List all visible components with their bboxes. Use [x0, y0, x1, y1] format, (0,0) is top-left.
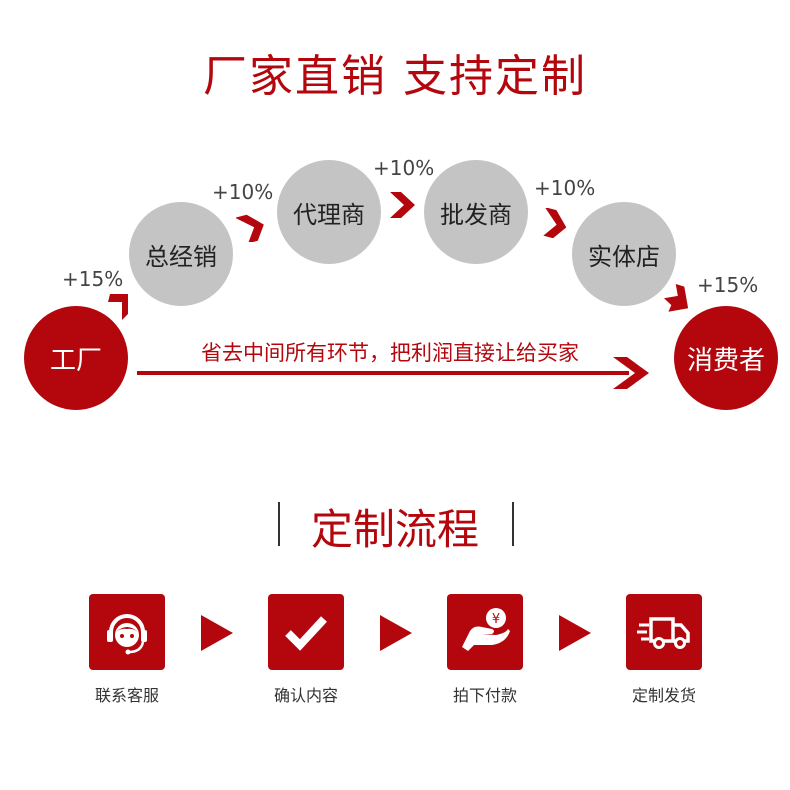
markup-label: +15% — [62, 267, 124, 291]
title-divider-right — [512, 502, 514, 546]
factory-label: 工厂 — [49, 345, 102, 376]
step-place-payment: ¥ — [447, 594, 523, 670]
markup-label: +10% — [534, 176, 596, 200]
markup-label: +10% — [373, 156, 435, 180]
play-arrow-icon — [201, 615, 233, 651]
payment-hand-icon: ¥ — [462, 608, 510, 651]
title-divider-left — [278, 502, 280, 546]
checkmark-icon — [285, 616, 327, 651]
chevron-right-icon — [543, 208, 567, 238]
arrow-up-right-icon — [108, 294, 128, 320]
svg-text:¥: ¥ — [492, 612, 500, 627]
step-confirm-content — [268, 594, 344, 670]
node-label: 代理商 — [293, 200, 365, 229]
slogan-text: 省去中间所有环节，把利润直接让给买家 — [201, 341, 579, 365]
play-arrow-icon — [380, 615, 412, 651]
markup-label: +10% — [212, 180, 274, 204]
chevron-right-icon — [390, 192, 415, 218]
step-label: 确认内容 — [273, 686, 338, 705]
step-label: 定制发货 — [631, 686, 696, 705]
node-retail-store: 实体店 — [572, 202, 676, 306]
node-label: 实体店 — [588, 242, 660, 271]
node-label: 总经销 — [145, 242, 217, 271]
factory-circle: 工厂 — [24, 306, 128, 410]
long-arrow-icon — [137, 357, 649, 389]
node-label: 批发商 — [440, 200, 512, 229]
chevron-right-icon — [236, 214, 264, 242]
play-arrow-icon — [559, 615, 591, 651]
node-agent: 代理商 — [277, 160, 381, 264]
step-contact-service — [89, 594, 165, 670]
arrow-down-right-icon — [664, 284, 689, 312]
delivery-truck-icon — [637, 617, 690, 649]
step-label: 联系客服 — [94, 686, 159, 705]
customer-service-icon — [107, 614, 147, 655]
process-title: 定制流程 — [310, 505, 479, 554]
node-wholesaler: 批发商 — [424, 160, 528, 264]
page-title: 厂家直销 支持定制 — [203, 51, 587, 102]
node-general-distributor: 总经销 — [129, 202, 233, 306]
markup-label: +15% — [697, 273, 759, 297]
consumer-circle: 消费者 — [674, 306, 778, 410]
step-label: 拍下付款 — [452, 686, 517, 705]
step-custom-shipping — [626, 594, 702, 670]
consumer-label: 消费者 — [686, 345, 765, 376]
